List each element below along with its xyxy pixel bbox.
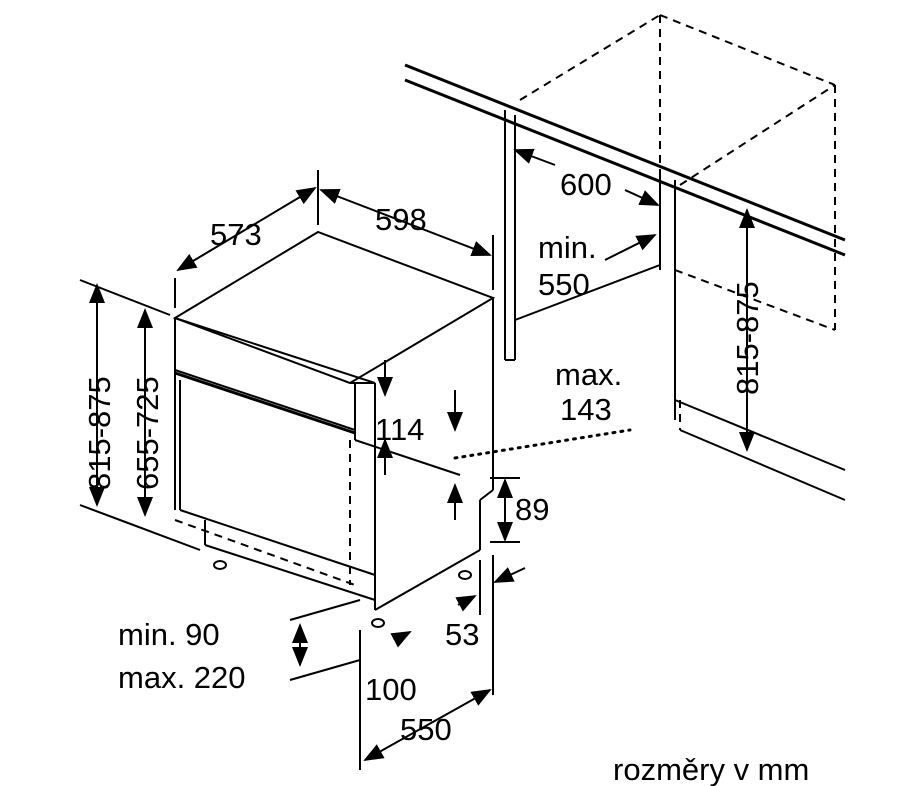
caption-units: rozměry v mm: [613, 752, 809, 786]
label-plinth-89: 89: [515, 492, 549, 527]
label-bottom-depth-550: 550: [400, 712, 452, 747]
label-niche-depth-min: min.: [538, 230, 597, 265]
countertop: [404, 63, 846, 257]
label-offset-53: 53: [445, 617, 479, 652]
dimension-lines: [79, 148, 755, 770]
label-foot-max: max. 220: [118, 660, 246, 695]
label-width-598: 598: [375, 202, 427, 237]
label-niche-width-600: 600: [560, 167, 612, 202]
label-height-body: 655-725: [130, 376, 165, 490]
label-depth-573: 573: [210, 217, 262, 252]
label-foot-min: min. 90: [118, 617, 220, 652]
label-max-143: 143: [560, 392, 612, 427]
label-height-left: 815-875: [82, 376, 117, 490]
label-niche-depth-550: 550: [538, 267, 590, 302]
dishwasher-body: [172, 230, 496, 628]
label-panel-114: 114: [375, 412, 424, 447]
label-foot-distance-100: 100: [365, 672, 417, 707]
label-max: max.: [555, 357, 622, 392]
label-height-right: 815-875: [730, 281, 765, 395]
